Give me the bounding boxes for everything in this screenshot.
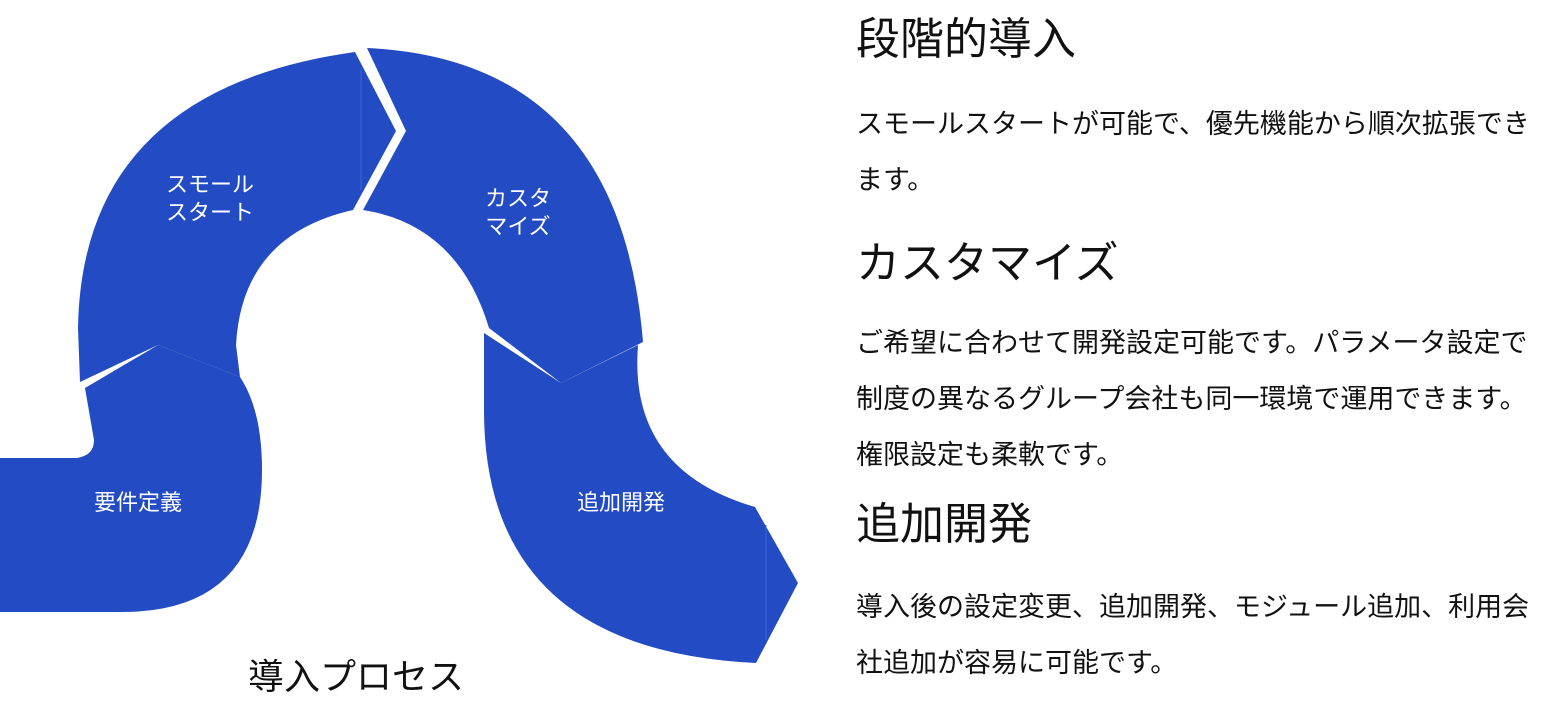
segment-label-additional-dev: 追加開発 [576,491,665,516]
section-title-customize: カスタマイズ [856,238,1119,289]
section-text-customize: ご希望に合わせて開発設定可能です。パラメータ設定で制度の異なるグループ会社も同一… [856,328,1528,471]
process-arc-svg [0,48,798,663]
section-title-phased: 段階的導入 [856,14,1076,65]
section-text-phased: スモールスタートが可能で、優先機能から順次拡張できます。 [856,109,1530,196]
segment-additional-dev [484,333,798,663]
section-title-additional-dev: 追加開発 [856,499,1032,550]
segment-label-requirements: 要件定義 [93,491,182,516]
process-title: 導入プロセス [247,657,464,698]
process-diagram: 要件定義 スモール スタート カスタ マイズ 追加開発 導入プロセス [0,48,798,698]
segment-requirements [0,345,262,612]
segment-label-small-start: スモール スタート [165,173,254,226]
segment-customize [363,48,643,383]
section-text-additional-dev: 導入後の設定変更、追加開発、モジュール追加、利用会社追加が容易に可能です。 [856,592,1530,679]
segment-label-customize: カスタ マイズ [484,187,551,240]
segment-small-start [78,52,396,382]
